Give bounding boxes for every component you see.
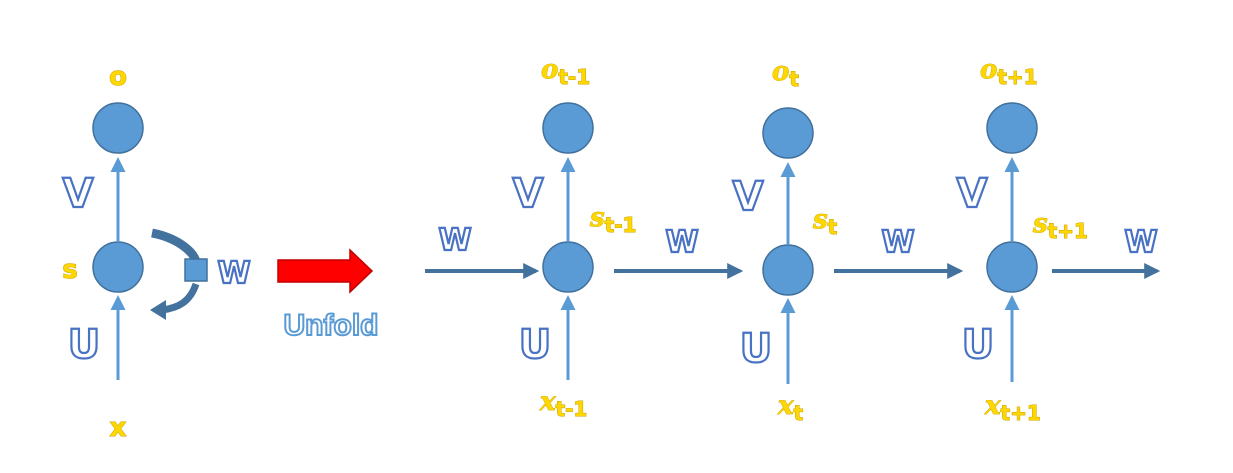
u-label-t-minus-1: U [519, 322, 551, 368]
input-label-t-minus-1: xt-1 [539, 387, 587, 421]
input-label-t: xt [777, 391, 804, 425]
recurrent-loop-arrowhead [150, 300, 166, 320]
state-sub-t-minus-1: t-1 [605, 213, 637, 237]
output-label-t-plus-1: ot+1 [980, 55, 1038, 89]
state-label-t: st [812, 205, 838, 239]
input-sub-t: t [794, 401, 804, 425]
output-node-t-minus-1 [542, 102, 594, 154]
state-base-t-minus-1: s [589, 203, 605, 233]
output-sub-t-minus-1: t-1 [558, 65, 590, 89]
unfold-label: Unfold [284, 309, 379, 342]
recurrent-loop-top [151, 228, 201, 264]
w-label-2: W [665, 225, 698, 260]
state-label-t-minus-1: st-1 [589, 203, 636, 237]
u-label-t: U [740, 326, 772, 372]
folded-v-label: V [63, 171, 94, 217]
state-base-t: s [812, 205, 828, 235]
state-sub-t: t [828, 215, 838, 239]
unfold-indicator: Unfold [277, 248, 379, 343]
folded-u-label: U [68, 322, 100, 368]
unfold-arrow [277, 248, 374, 294]
output-sub-t-plus-1: t+1 [997, 65, 1037, 89]
output-base-t-minus-1: o [541, 55, 558, 85]
folded-state-label: s [62, 255, 77, 285]
step-t: ot st xt V U [731, 57, 838, 426]
output-base-t: o [772, 57, 789, 87]
input-sub-t-plus-1: t+1 [1001, 401, 1041, 425]
output-label-t: ot [772, 57, 799, 91]
state-sub-t-plus-1: t+1 [1048, 219, 1088, 243]
w-label-1: W [438, 223, 471, 258]
output-base-t-plus-1: o [980, 55, 997, 85]
input-label-t-plus-1: xt+1 [984, 391, 1041, 425]
folded-output-node [92, 102, 144, 154]
output-node-t [762, 107, 814, 159]
output-sub-t: t [789, 67, 799, 91]
folded-w-label: W [217, 256, 250, 291]
input-base-t-plus-1: x [984, 391, 1001, 421]
recurrent-loop-bottom [161, 282, 200, 314]
folded-input-label: x [110, 413, 127, 443]
u-label-t-plus-1: U [962, 322, 994, 368]
recurrent-weight-box [184, 258, 208, 282]
state-label-t-plus-1: st+1 [1032, 209, 1088, 243]
input-sub-t-minus-1: t-1 [556, 397, 588, 421]
step-t-minus-1: ot-1 st-1 xt-1 V U [511, 55, 637, 422]
output-label-t-minus-1: ot-1 [541, 55, 590, 89]
v-label-t-minus-1: V [513, 171, 544, 217]
state-node-t-plus-1 [986, 241, 1038, 293]
state-node-t-minus-1 [542, 241, 594, 293]
folded-output-label: o [109, 62, 127, 92]
recurrent-connections: W W W W [425, 222, 1161, 279]
v-label-t-plus-1: V [957, 171, 988, 217]
v-label-t: V [733, 174, 764, 220]
folded-state-node [92, 241, 144, 293]
state-base-t-plus-1: s [1032, 209, 1048, 239]
output-node-t-plus-1 [986, 102, 1038, 154]
folded-network: o s x V U W [61, 62, 251, 444]
w-label-4: W [1124, 225, 1157, 260]
input-base-t: x [777, 391, 794, 421]
step-t-plus-1: ot+1 st+1 xt+1 V U [955, 55, 1088, 426]
input-base-t-minus-1: x [539, 387, 556, 417]
state-node-t [762, 244, 814, 296]
w-label-3: W [881, 225, 914, 260]
